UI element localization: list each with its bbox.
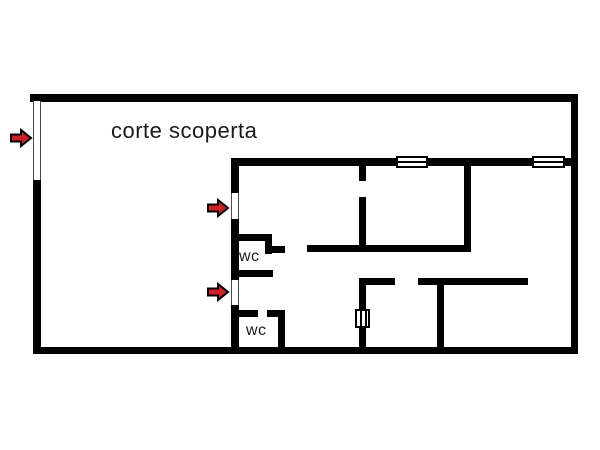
door-opening-upper <box>231 193 239 219</box>
wall-corridor-bottom-left <box>359 278 395 285</box>
wall-divider-upper <box>359 197 366 252</box>
door-opening-lower <box>231 280 239 305</box>
entrance-arrow-icon <box>206 281 230 303</box>
wall-wc-upper-right <box>265 234 272 254</box>
wall-lower-right-divider <box>437 278 444 354</box>
window-mullion <box>534 161 563 163</box>
wall-building-left-b <box>231 219 239 280</box>
wall-building-left-a <box>231 158 239 193</box>
window-mullion <box>360 311 362 326</box>
window-symbol-lower <box>355 309 370 328</box>
window-mullion <box>398 161 426 163</box>
window-symbol-top-right <box>532 156 565 168</box>
wc-lower-label: wc <box>246 322 267 339</box>
window-mullion <box>365 311 367 326</box>
wall-corridor-bottom-right <box>418 278 528 285</box>
entrance-arrow-icon <box>9 127 33 149</box>
wall-wc-lower-top-left <box>231 310 258 317</box>
wall-divider-upper-stub <box>359 162 366 181</box>
wall-divider-right <box>464 162 471 252</box>
courtyard-label: corte scoperta <box>111 118 258 143</box>
wall-wc-upper-top <box>231 234 272 241</box>
wall-wc-lower-top-right <box>267 310 285 317</box>
wc-upper-label: wc <box>239 248 260 265</box>
wall-outer-top <box>30 94 578 102</box>
window-symbol-top-left <box>396 156 428 168</box>
wall-outer-left-lower <box>33 179 41 354</box>
wall-building-left-c <box>231 305 239 354</box>
wall-wc-lower-right <box>278 310 285 354</box>
wall-wc-upper-bottom <box>231 270 273 277</box>
wall-wc-upper-jamb <box>265 246 285 253</box>
entrance-arrow-icon <box>206 197 230 219</box>
wall-outer-bottom <box>33 347 578 354</box>
entrance-door-opening <box>33 101 41 180</box>
wall-outer-right <box>571 94 578 354</box>
wall-corridor-top <box>307 245 470 252</box>
